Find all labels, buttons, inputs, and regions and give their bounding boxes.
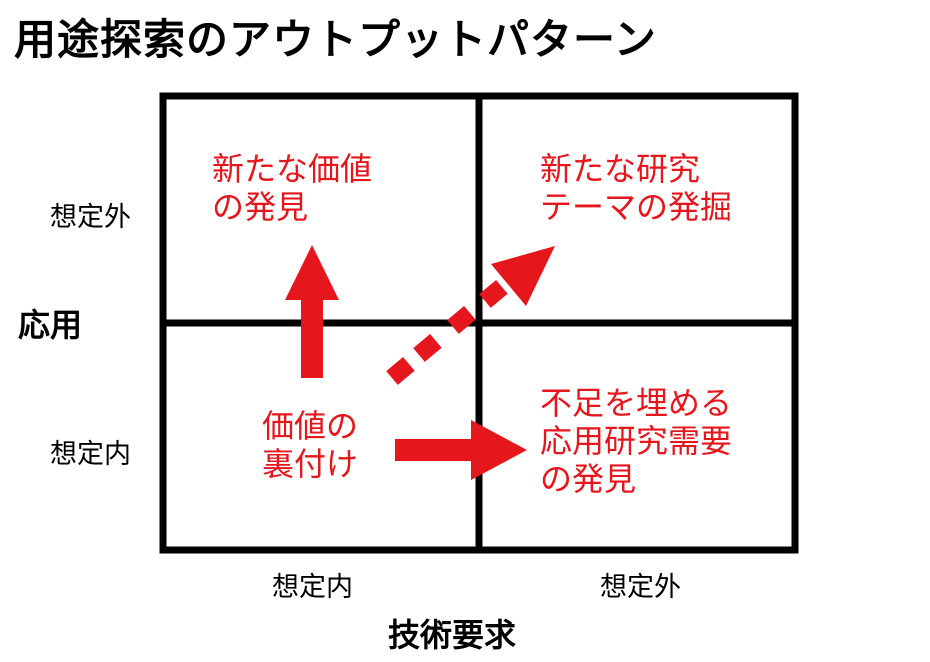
diagram-title: 用途探索のアウトプットパターン — [14, 15, 657, 64]
x-axis-title: 技術要求 — [388, 616, 517, 654]
arrow-diagonal-dashed — [386, 246, 555, 385]
y-tick-bottom: 想定内 — [50, 439, 131, 470]
quadrant-top-right-label: 新たな研究 テーマの発掘 — [540, 150, 733, 226]
quadrant-bottom-left-label: 価値の 裏付け — [262, 407, 359, 483]
x-tick-right: 想定外 — [600, 572, 681, 603]
arrow-right — [395, 420, 527, 480]
quadrant-top-left-label: 新たな価値 の発見 — [212, 150, 373, 226]
y-tick-top: 想定外 — [50, 202, 131, 233]
y-axis-title: 応用 — [18, 306, 83, 344]
arrow-up — [285, 245, 339, 378]
x-tick-left: 想定内 — [272, 572, 353, 603]
quadrant-bottom-right-label: 不足を埋める 応用研究需要 の発見 — [540, 384, 733, 498]
